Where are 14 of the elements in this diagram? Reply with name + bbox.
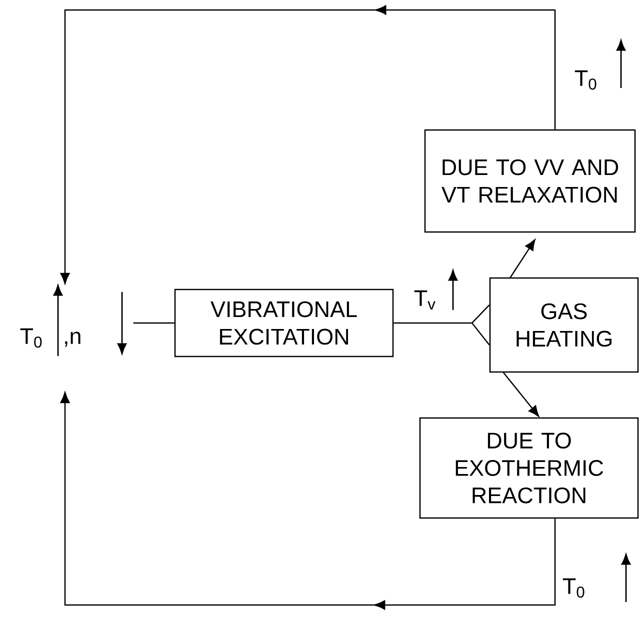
process-box: DUE TO VV AND VT RELAXATION — [424, 129, 636, 233]
connector — [60, 5, 556, 284]
quantity-label: T$_{0}$ ,n — [20, 328, 80, 348]
connector — [133, 322, 174, 324]
connector — [393, 304, 490, 346]
edge-label: T$_{0}$ — [562, 578, 584, 598]
process-box: GAS HEATING — [489, 277, 639, 373]
connector — [509, 239, 536, 278]
connector — [60, 392, 556, 610]
edge-label: T$_{v}$ — [414, 290, 436, 310]
process-box: DUE TO EXOTHERMIC REACTION — [419, 417, 639, 519]
connector — [502, 372, 540, 417]
edge-label: T$_{0}$ — [574, 70, 596, 90]
process-box: VIBRATIONAL EXCITATION — [174, 288, 394, 358]
